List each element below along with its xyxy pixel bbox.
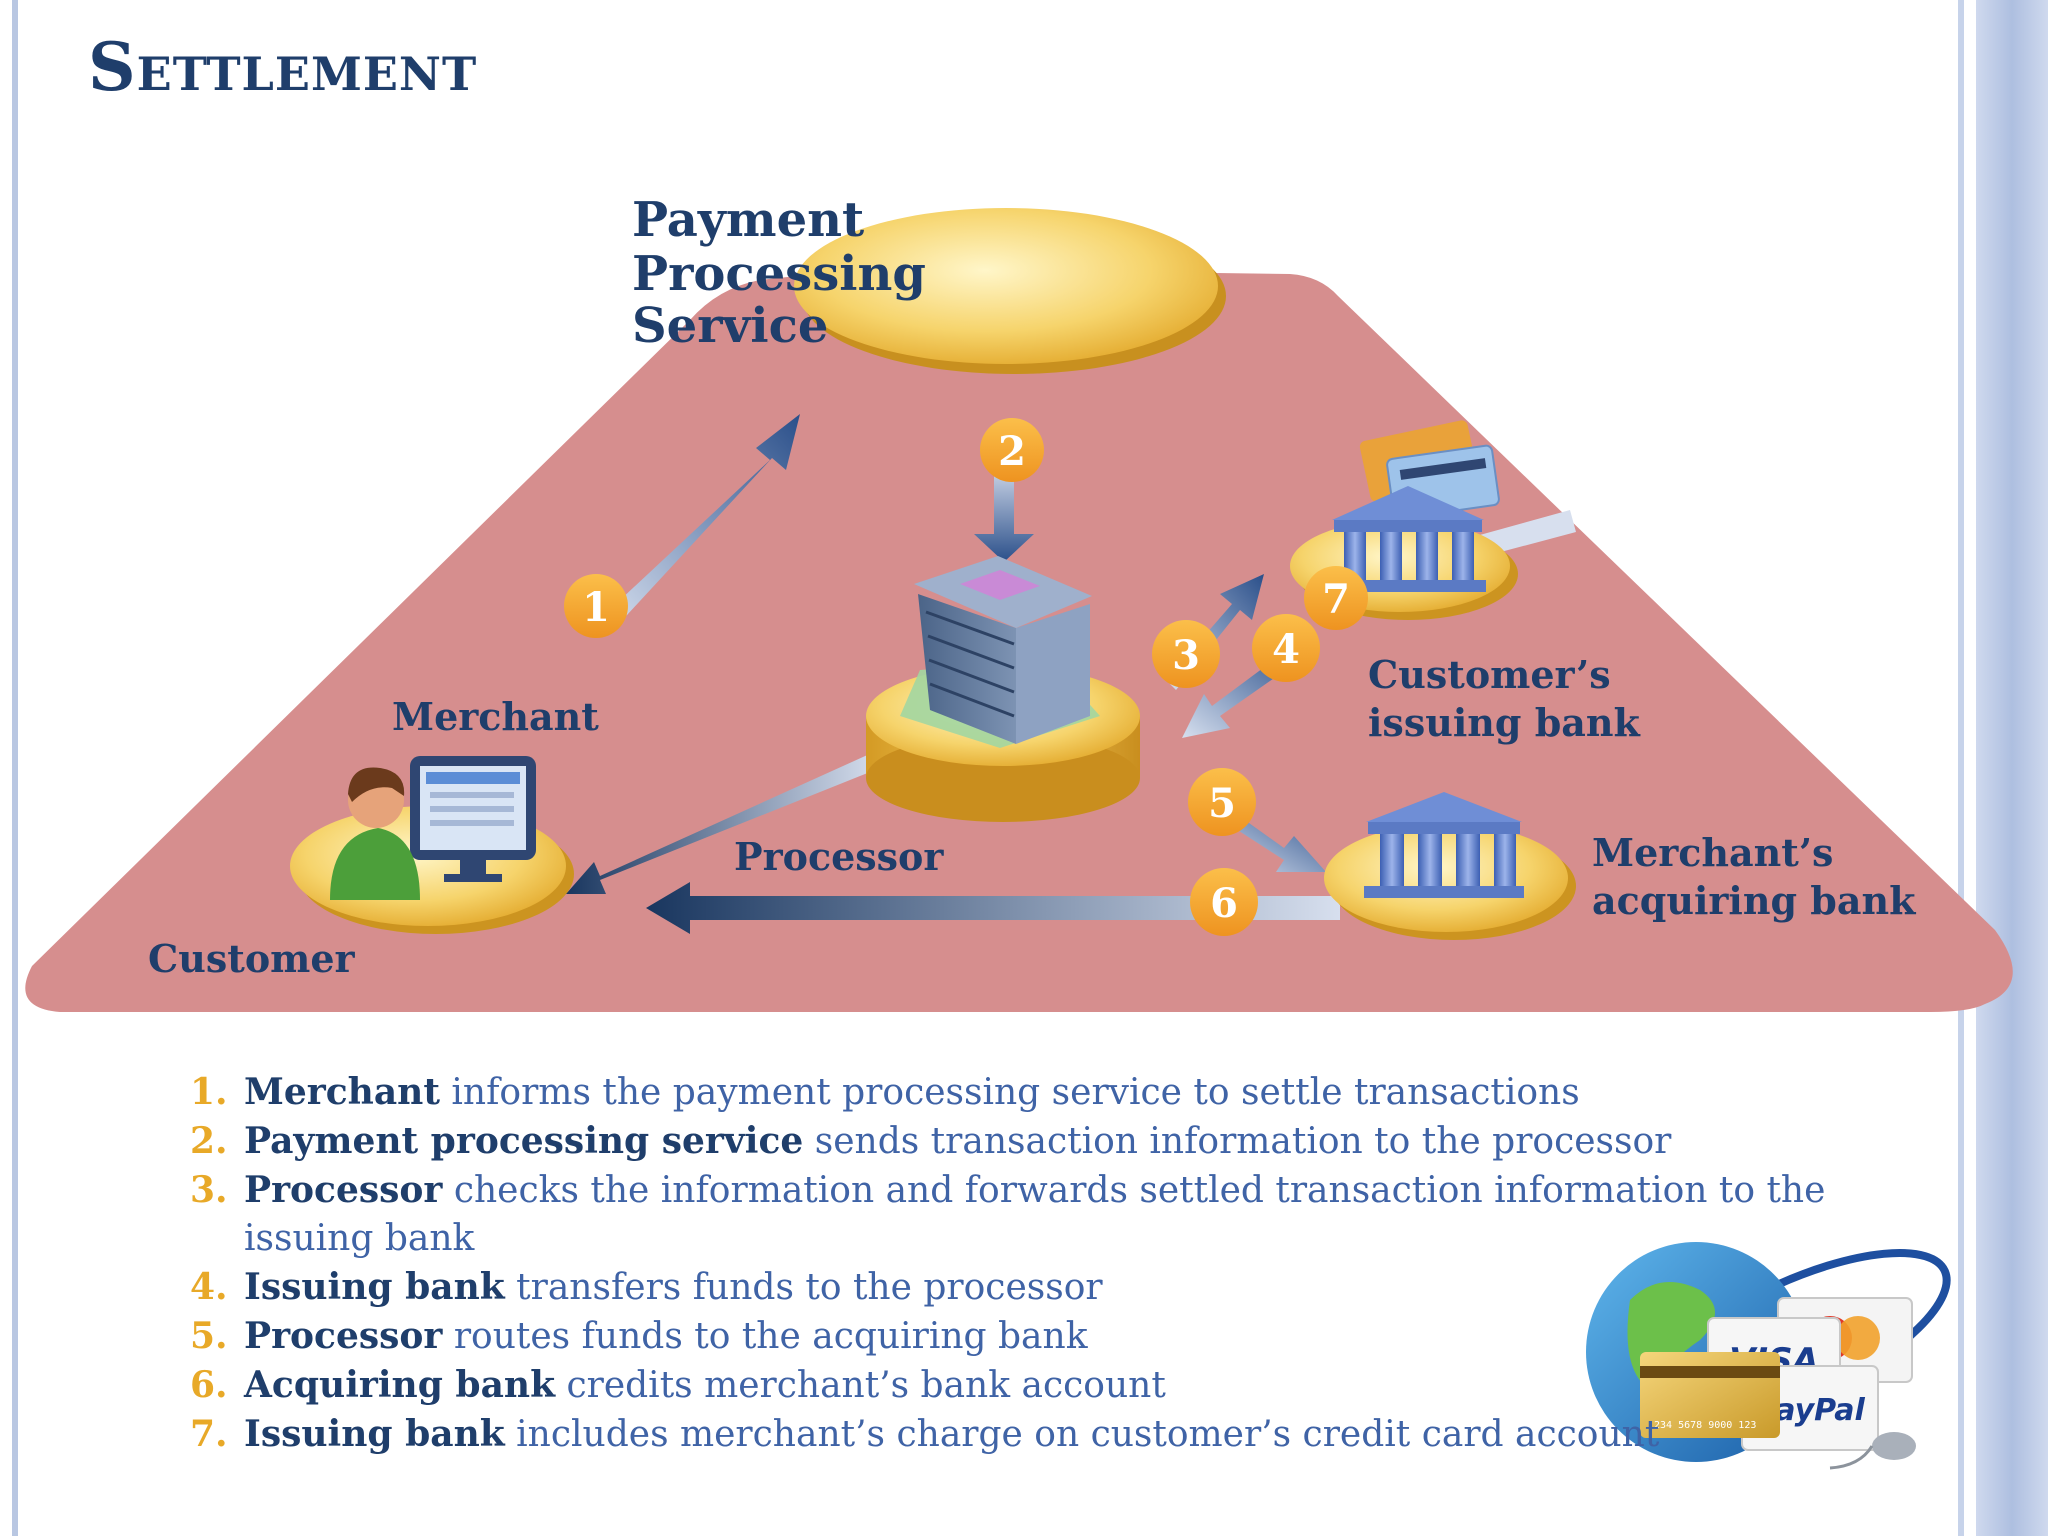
settlement-steps-list: 1. Merchant informs the payment processin… [190,1068,1910,1459]
step-marker-6: 6 [1190,868,1258,936]
step-marker-3: 3 [1152,620,1220,688]
card-number: 1234 5678 9000 123 [1648,1420,1756,1431]
step-marker-1: 1 [564,574,628,638]
step-text: checks the information and forwards sett… [244,1170,1826,1259]
label-issuing-bank: Customer’s issuing bank [1368,652,1641,745]
customer-person-icon [330,767,420,900]
step-item-6: 6. Acquiring bank credits merchant’s bank… [190,1361,1910,1410]
step-item-7: 7. Issuing bank includes merchant’s charg… [190,1410,1910,1459]
svg-text:4: 4 [1272,626,1300,673]
step-item-4: 4. Issuing bank transfers funds to the pr… [190,1263,1910,1312]
slide-title: Settlement [88,28,478,106]
globe-payment-cards-clipart: VISA PayPal 1234 5678 9000 123 [1586,1242,1951,1470]
label-processor: Processor [734,834,944,879]
merchant-computer-icon [410,756,536,882]
acquiring-bank-platform [1324,824,1568,932]
processor-building-icon [914,556,1092,744]
step-number: 7. [190,1413,228,1455]
step-text: routes funds to the acquiring bank [442,1316,1088,1357]
step-actor: Merchant [244,1071,440,1113]
step-actor: Payment processing service [244,1120,804,1162]
step-number: 5. [190,1315,228,1357]
right-border-bar [1976,0,2048,1536]
arrow-step-1 [603,414,800,628]
svg-text:2: 2 [998,428,1026,475]
issuing-bank-icon [1330,486,1486,592]
step-item-5: 5. Processor routes funds to the acquirin… [190,1312,1910,1361]
step-number: 1. [190,1071,228,1113]
computer-mouse-icon [1829,1432,1916,1470]
svg-text:1: 1 [582,584,610,631]
step-marker-7: 7 [1304,566,1368,630]
arrow-step-5 [1222,808,1326,872]
step-actor: Processor [244,1169,443,1211]
step-actor: Acquiring bank [244,1364,556,1406]
step-number: 3. [190,1169,228,1211]
step-text: credits merchant’s bank account [555,1365,1166,1406]
left-border-bar [12,0,18,1536]
svg-text:7: 7 [1322,576,1350,623]
step-number: 6. [190,1364,228,1406]
step-text: transfers funds to the processor [504,1267,1103,1308]
step-marker-5: 5 [1188,768,1256,836]
step-number: 2. [190,1120,228,1162]
step-marker-4: 4 [1252,614,1320,682]
svg-text:6: 6 [1210,880,1238,927]
label-payment-service: Payment Processing Service [632,192,943,354]
right-border-stripe [1958,0,1964,1536]
step-marker-2: 2 [980,418,1044,482]
acquiring-bank-icon [1364,792,1524,898]
step-actor: Processor [244,1315,443,1357]
svg-text:3: 3 [1172,632,1200,679]
label-customer: Customer [148,936,356,981]
step-item-2: 2. Payment processing service sends trans… [190,1117,1910,1166]
arrow-processor-to-merchant [566,752,880,894]
step-text: informs the payment processing service t… [439,1072,1580,1113]
label-merchant: Merchant [392,694,599,739]
step-text: includes merchant’s charge on customer’s… [504,1414,1660,1455]
step-text: sends transaction information to the pro… [803,1121,1672,1162]
payment-service-disc [794,208,1218,364]
arrow-step-6 [646,882,1340,934]
step-item-1: 1. Merchant informs the payment processin… [190,1068,1910,1117]
arrow-step-2 [974,470,1034,562]
step-actor: Issuing bank [244,1413,505,1455]
step-actor: Issuing bank [244,1266,505,1308]
step-item-3: 3. Processor checks the information and f… [190,1166,1910,1263]
step-number: 4. [190,1266,228,1308]
label-acquiring-bank: Merchant’s acquiring bank [1592,830,1916,923]
svg-text:5: 5 [1208,780,1236,827]
